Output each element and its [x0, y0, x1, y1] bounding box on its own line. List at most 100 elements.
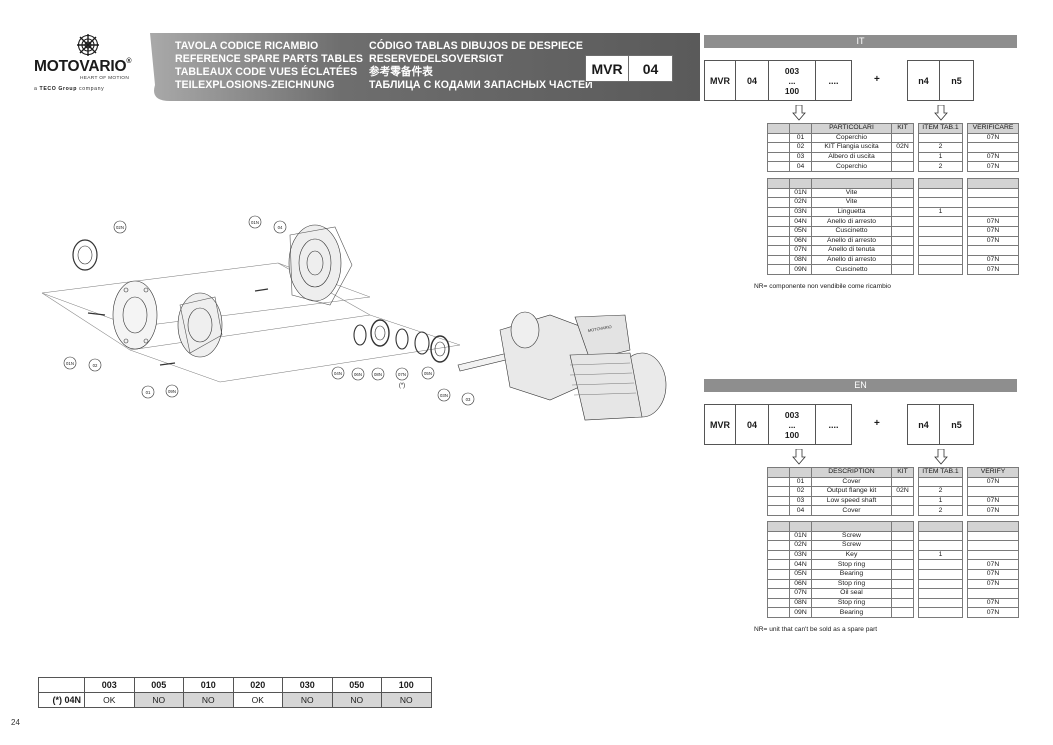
- callout-label: 03N: [440, 393, 448, 398]
- motovario-emblem-icon: [77, 34, 99, 56]
- callout-label: 04N: [334, 371, 342, 376]
- callout-label: 09N: [168, 389, 176, 394]
- code-ratio: 003 ... 100: [769, 60, 816, 101]
- title-fr: TABLEAUX CODE VUES ÉCLATÉES: [175, 66, 358, 78]
- drawing-note: (*): [399, 383, 405, 389]
- page-number: 24: [11, 718, 20, 727]
- brand-tagline: HEART OF MOTION: [80, 76, 130, 81]
- code-n4: n4: [907, 404, 940, 445]
- col-kit: KIT: [891, 467, 914, 478]
- code-plus: +: [874, 74, 880, 85]
- ratio-value: NO: [282, 692, 333, 708]
- callout-label: 01: [146, 390, 151, 395]
- code-series: MVR: [704, 60, 736, 101]
- code-size: 04: [736, 404, 769, 445]
- col-item: ITEM TAB.1: [918, 467, 963, 478]
- code-options: ....: [816, 60, 852, 101]
- ratio-header: 020: [232, 677, 283, 693]
- title-de: TEILEXPLOSIONS-ZEICHNUNG: [175, 79, 335, 91]
- exploded-view-drawing: 02N 01N 04 01N 02 01 09N 04N 06N 08N 07N…: [30, 205, 670, 440]
- callout-label: 06N: [354, 372, 362, 377]
- code-ratio: 003 ... 100: [769, 404, 816, 445]
- ratio-availability-table: 003 005 010 020 030 050 100 (*) 04N OK N…: [38, 677, 432, 708]
- callout-label: 03: [466, 397, 471, 402]
- ratio-header: 030: [282, 677, 333, 693]
- title-it: TAVOLA CODICE RICAMBIO: [175, 40, 319, 52]
- title-zh: 参考零备件表: [369, 66, 433, 78]
- group-line: a TECO Group company: [34, 86, 105, 92]
- ratio-value: NO: [183, 692, 234, 708]
- ratio-value: NO: [331, 692, 382, 708]
- callout-label: 08N: [374, 372, 382, 377]
- callout-label: 05N: [424, 371, 432, 376]
- code-options: ....: [816, 404, 852, 445]
- title-column-1: TAVOLA CODICE RICAMBIO REFERENCE SPARE P…: [175, 40, 363, 92]
- title-da: RESERVEDELSOVERSIGT: [369, 53, 504, 65]
- ratio-header: 010: [183, 677, 234, 693]
- ratio-value: OK: [232, 692, 283, 708]
- col-item: ITEM TAB.1: [918, 123, 963, 134]
- col-verify: VERIFY: [967, 467, 1019, 478]
- callout-label: 04: [278, 225, 283, 230]
- title-ru: ТАБЛИЦА С КОДАМИ ЗАПАСНЫХ ЧАСТЕЙ: [369, 79, 593, 91]
- callout-label: 02: [93, 363, 98, 368]
- ratio-header: 050: [331, 677, 382, 693]
- ratio-value: NO: [381, 692, 432, 708]
- code-series: MVR: [704, 404, 736, 445]
- ratio-header: 100: [381, 677, 432, 693]
- ratio-header: 005: [133, 677, 184, 693]
- ratio-value: NO: [133, 692, 184, 708]
- col-kit: KIT: [891, 123, 914, 134]
- ratio-value: OK: [84, 692, 135, 708]
- col-verify: VERIFICARE: [967, 123, 1019, 134]
- code-size: 04: [736, 60, 769, 101]
- code-n4: n4: [907, 60, 940, 101]
- nr-note-en: NR= unit that can't be sold as a spare p…: [754, 626, 878, 633]
- nr-note-it: NR= componente non vendibile come ricamb…: [754, 283, 891, 290]
- callout-label: 02N: [116, 225, 124, 230]
- header-banner: [150, 33, 700, 101]
- series-code-box: MVR: [585, 55, 629, 82]
- motor-nameplate: MOTOVARIO: [587, 324, 612, 333]
- code-n5: n5: [940, 404, 974, 445]
- down-arrow-icon: [792, 105, 806, 121]
- callout-label: 01N: [66, 361, 74, 366]
- callout-label: 01N: [251, 220, 259, 225]
- title-column-2: CÓDIGO TABLAS DIBUJOS DE DESPIECE RESERV…: [369, 40, 593, 92]
- callout-label: 07N: [398, 372, 406, 377]
- size-code-box: 04: [629, 55, 673, 82]
- title-en: REFERENCE SPARE PARTS TABLES: [175, 53, 363, 65]
- down-arrow-icon: [934, 105, 948, 121]
- lang-bar-en: EN: [704, 379, 1017, 392]
- ratio-row-label: (*) 04N: [38, 692, 85, 708]
- down-arrow-icon: [792, 449, 806, 465]
- brand-name: MOTOVARIO®: [34, 58, 132, 75]
- col-description: PARTICOLARI: [811, 123, 892, 134]
- code-plus: +: [874, 418, 880, 429]
